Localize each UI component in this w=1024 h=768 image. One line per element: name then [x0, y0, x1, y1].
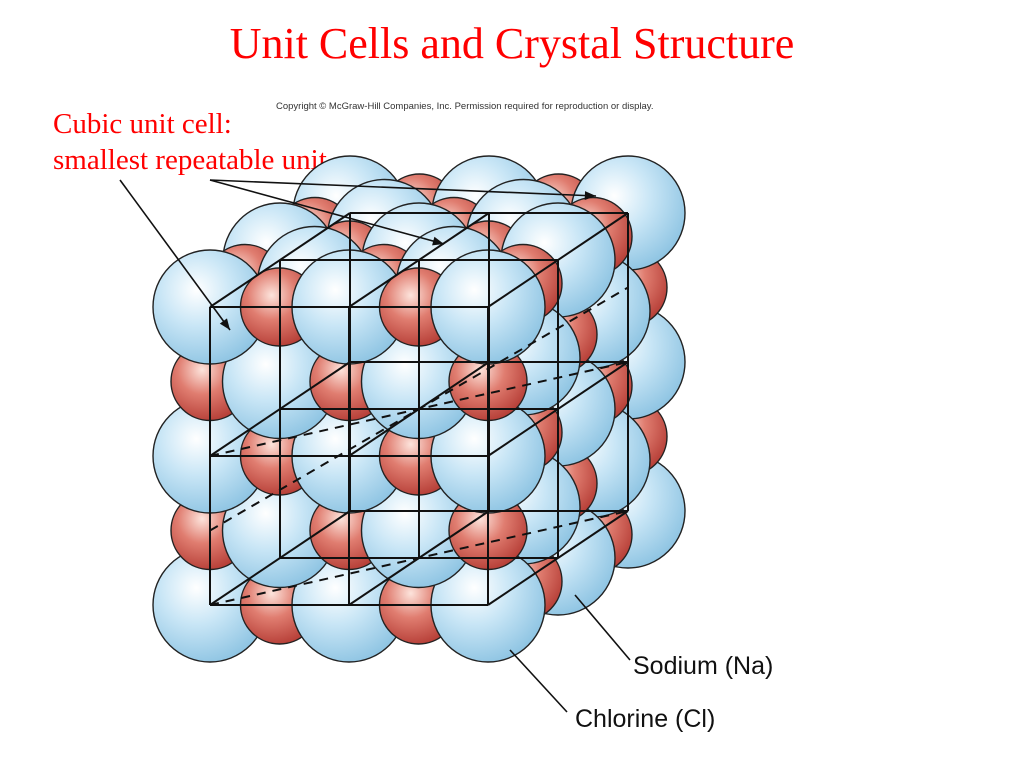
arrowhead — [432, 236, 444, 246]
lattice-lines — [209, 212, 629, 606]
chlorine-leader-line — [509, 649, 568, 713]
hidden-edge — [209, 286, 629, 532]
copyright-notice: Copyright © McGraw-Hill Companies, Inc. … — [276, 101, 654, 112]
callout-line-1: Cubic unit cell: — [53, 108, 232, 140]
callout-pointer — [119, 179, 231, 331]
pointer-lines — [119, 179, 631, 713]
sodium-leader-line — [574, 594, 631, 661]
unit-cell-callout: Cubic unit cell: smallest repeatable uni… — [53, 106, 327, 178]
arrowhead — [584, 191, 596, 200]
sodium-label: Sodium (Na) — [633, 652, 773, 680]
slide-title: Unit Cells and Crystal Structure — [229, 19, 795, 68]
callout-pointer — [209, 179, 597, 197]
chlorine-label: Chlorine (Cl) — [575, 705, 715, 733]
callout-pointer — [209, 179, 445, 245]
hidden-edge — [209, 510, 629, 606]
arrowhead — [219, 318, 230, 330]
callout-line-2: smallest repeatable unit — [53, 144, 327, 176]
